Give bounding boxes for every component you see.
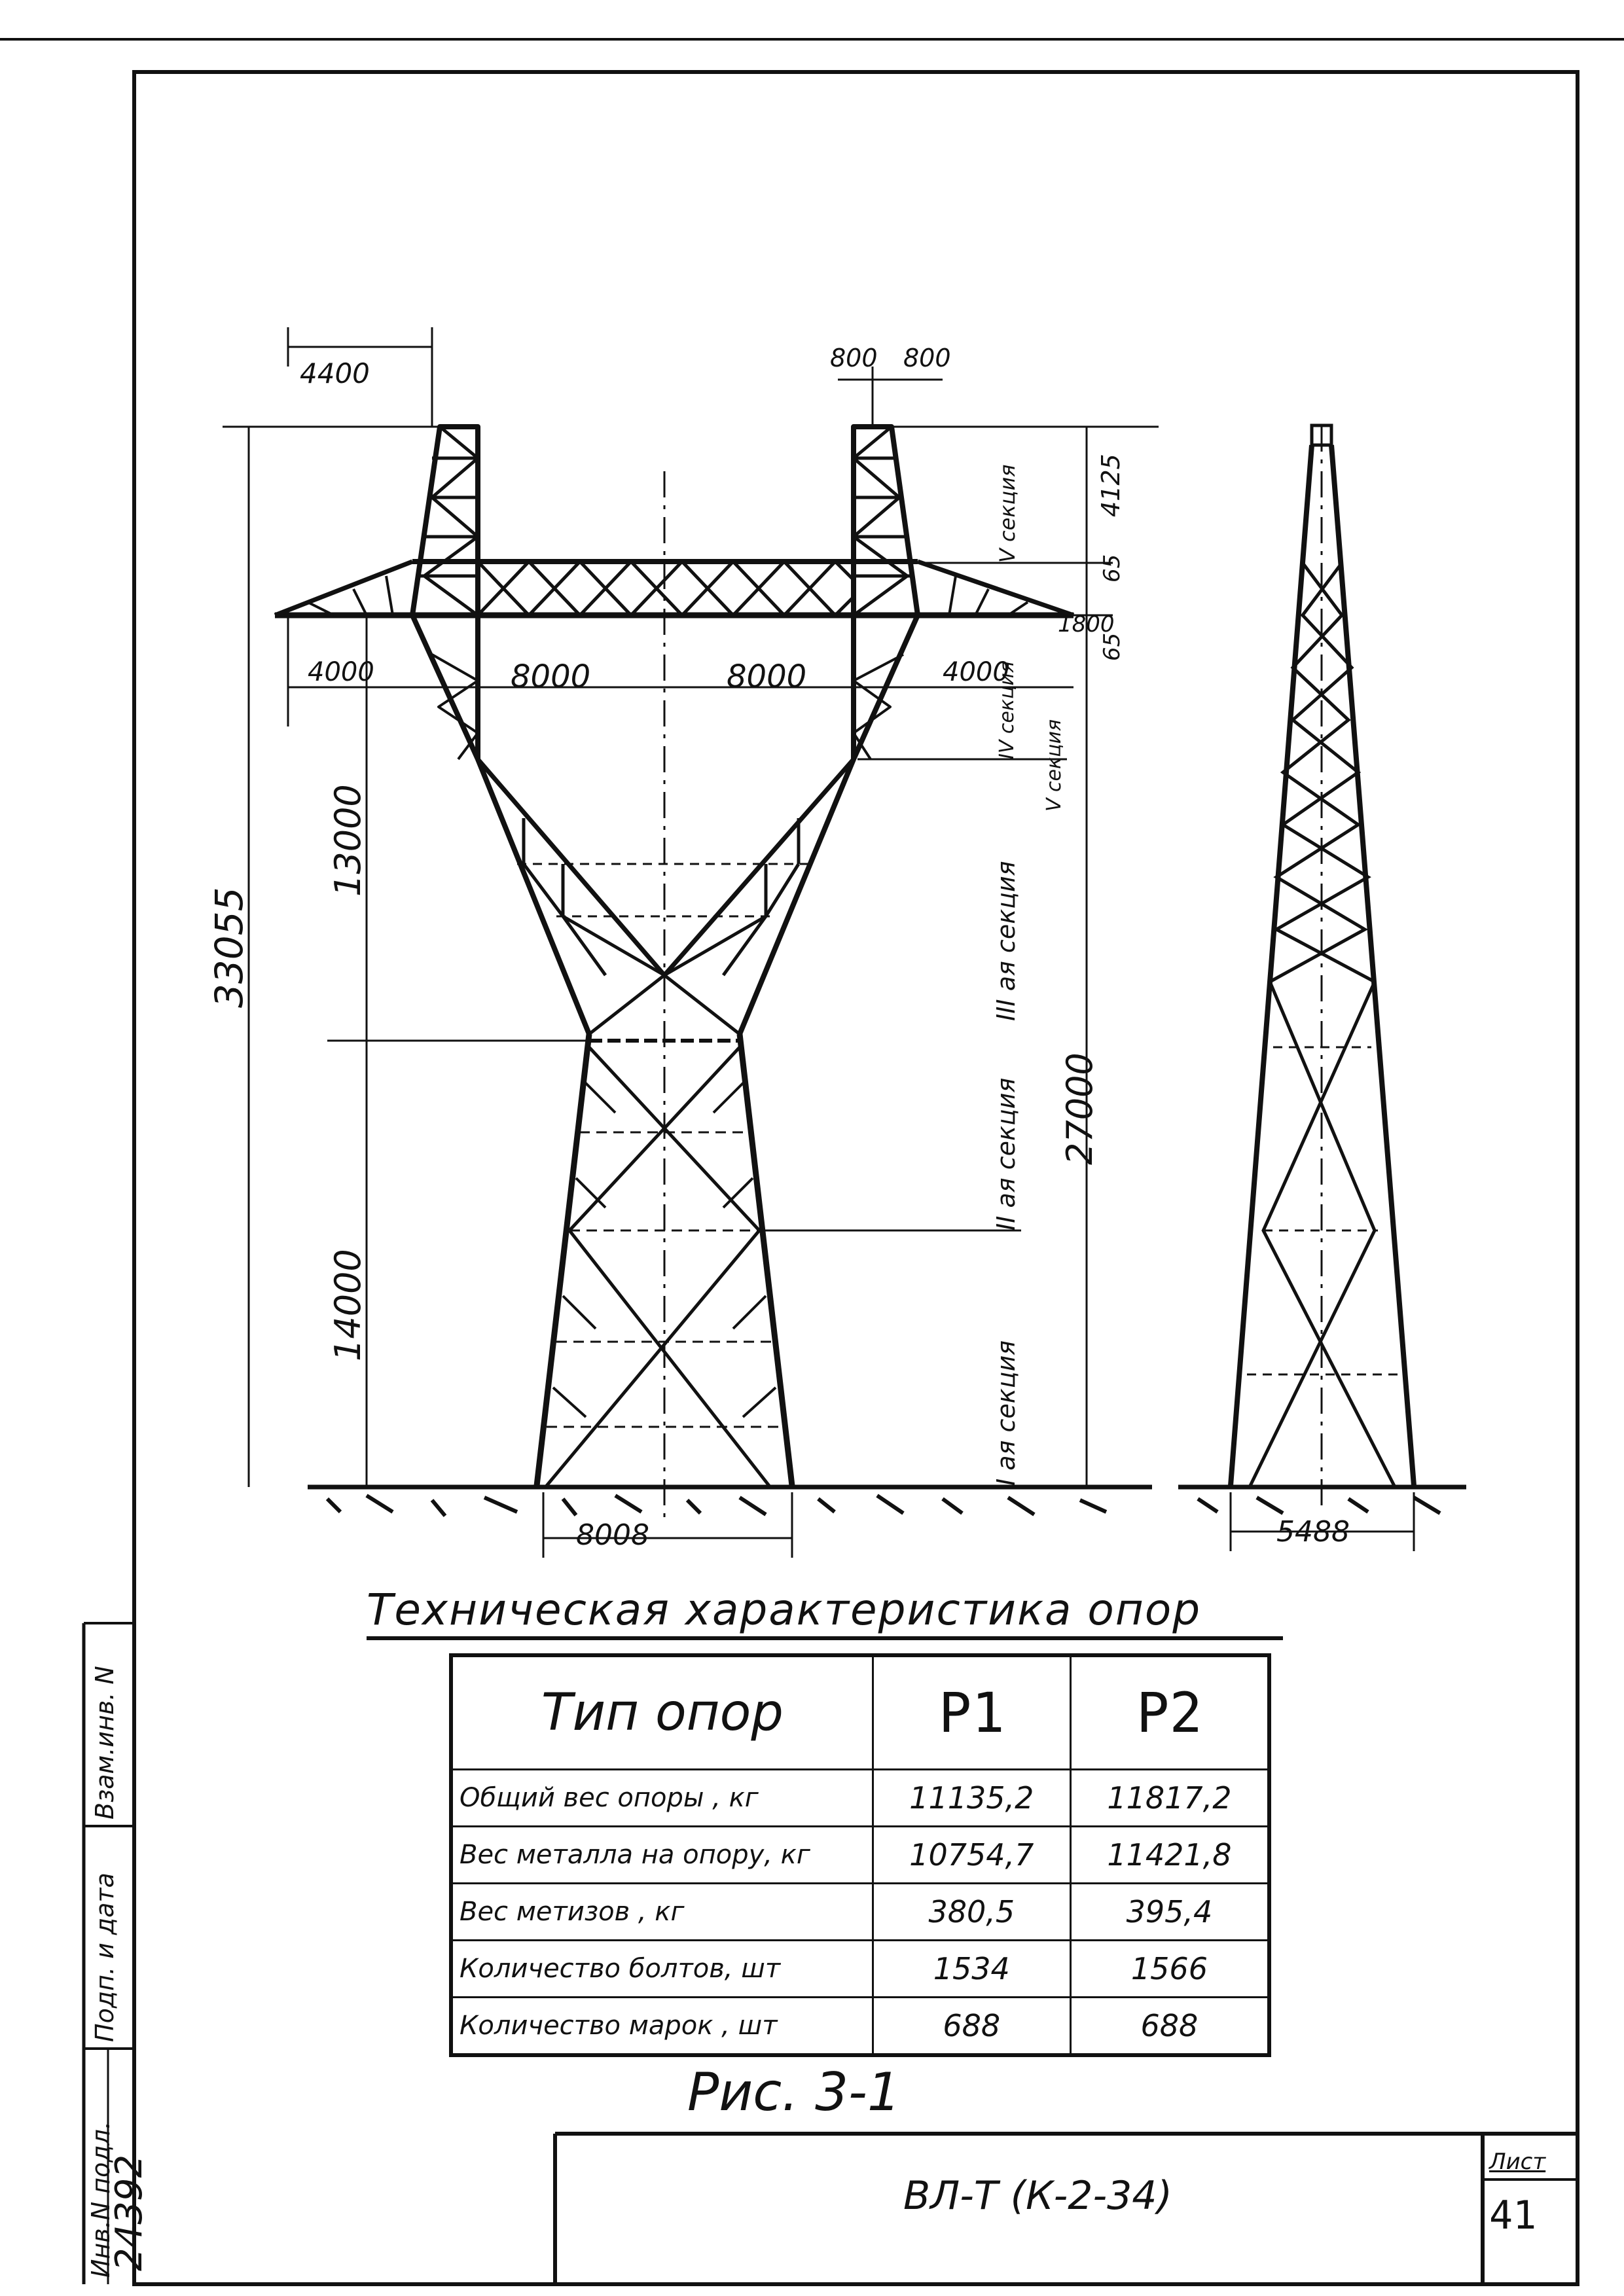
label-section-4: IV секция — [996, 661, 1019, 759]
label-section-5-top: V секция — [995, 465, 1020, 564]
spec-row-p2: 11421,8 — [1069, 1825, 1271, 1884]
spec-header-p1: P1 — [871, 1654, 1072, 1770]
sheet-frame — [0, 38, 1624, 2286]
dim-gap-upper: 65 — [1099, 554, 1125, 583]
table-row: Общий вес опоры , кг 11135,2 11817,2 — [450, 1768, 1271, 1827]
spec-table: Тип опор P1 P2 Общий вес опоры , кг 1113… — [449, 1653, 1271, 2057]
spec-table-header-row: Тип опор P1 P2 — [450, 1654, 1271, 1770]
spec-table-title: Техническая характеристика опор — [367, 1584, 1283, 1640]
spec-row-p1: 11135,2 — [871, 1768, 1072, 1827]
spec-row-p2: 688 — [1069, 1996, 1271, 2056]
ground-line — [308, 1484, 1466, 1517]
stamp-document-code: ВЛ-Т (К-2-34) — [903, 2173, 1172, 2219]
dim-cantilever-left: 4000 — [308, 657, 374, 687]
stamp-sheet-label: Лист — [1489, 2149, 1546, 2175]
spec-header-p2: P2 — [1069, 1654, 1271, 1770]
dim-inner-right: 8000 — [727, 658, 806, 695]
table-row: Вес метизов , кг 380,5 395,4 — [450, 1882, 1271, 1941]
spec-row-label: Вес метизов , кг — [450, 1882, 874, 1941]
stamp-sheet-number: 41 — [1489, 2193, 1537, 2238]
dim-base-side: 5488 — [1276, 1515, 1350, 1549]
margin-sign-label: Подп. и дата — [90, 1873, 119, 2042]
dim-lower-height: 14000 — [327, 1249, 369, 1361]
spec-row-p2: 395,4 — [1069, 1882, 1271, 1941]
dim-base-front: 8008 — [576, 1518, 649, 1552]
spec-header-type: Тип опор — [450, 1654, 874, 1770]
margin-inv-number: 24392 — [108, 2154, 151, 2271]
table-row: Количество марок , шт 688 688 — [450, 1996, 1271, 2056]
spec-row-p2: 11817,2 — [1069, 1768, 1271, 1827]
dim-cantilever-right: 4000 — [943, 657, 1009, 687]
dim-total-height: 33055 — [207, 887, 251, 1008]
dimension-lines — [223, 327, 1415, 1558]
figure-caption: Рис. 3-1 — [687, 2062, 901, 2123]
label-section-2: II ая секция — [992, 1078, 1020, 1230]
dim-gap-lower: 65 — [1099, 633, 1125, 661]
spec-row-label: Общий вес опоры , кг — [450, 1768, 874, 1827]
dim-crossarm-depth: 1800 — [1058, 611, 1115, 637]
dim-crossarm-outer: 4400 — [300, 357, 370, 389]
spec-row-p1: 688 — [871, 1996, 1072, 2056]
spec-row-p1: 10754,7 — [871, 1825, 1072, 1884]
spec-row-label: Вес металла на опору, кг — [450, 1825, 874, 1884]
dim-peak-right: 800 — [903, 344, 951, 372]
spec-row-label: Количество марок , шт — [450, 1996, 874, 2056]
margin-replace-label: Взам.инв. N — [90, 1666, 119, 1820]
spec-row-p1: 380,5 — [871, 1882, 1072, 1941]
tower-front-view — [274, 424, 1075, 1525]
label-section-1: I ая секция — [992, 1340, 1020, 1486]
spec-row-p1: 1534 — [871, 1939, 1072, 1998]
label-section-5-mid: V секция — [1043, 719, 1066, 812]
tower-side-view — [1228, 423, 1416, 1505]
dim-height-crossarm: 27000 — [1059, 1052, 1100, 1165]
table-row: Вес металла на опору, кг 10754,7 11421,8 — [450, 1825, 1271, 1884]
dim-peak-left: 800 — [830, 344, 878, 372]
dim-top-section: 4125 — [1096, 454, 1125, 517]
dim-upper-height: 13000 — [327, 784, 369, 897]
table-row: Количество болтов, шт 1534 1566 — [450, 1939, 1271, 1998]
label-section-3: III ая секция — [992, 861, 1020, 1021]
spec-row-label: Количество болтов, шт — [450, 1939, 874, 1998]
spec-row-p2: 1566 — [1069, 1939, 1271, 1998]
dim-inner-left: 8000 — [511, 658, 590, 695]
